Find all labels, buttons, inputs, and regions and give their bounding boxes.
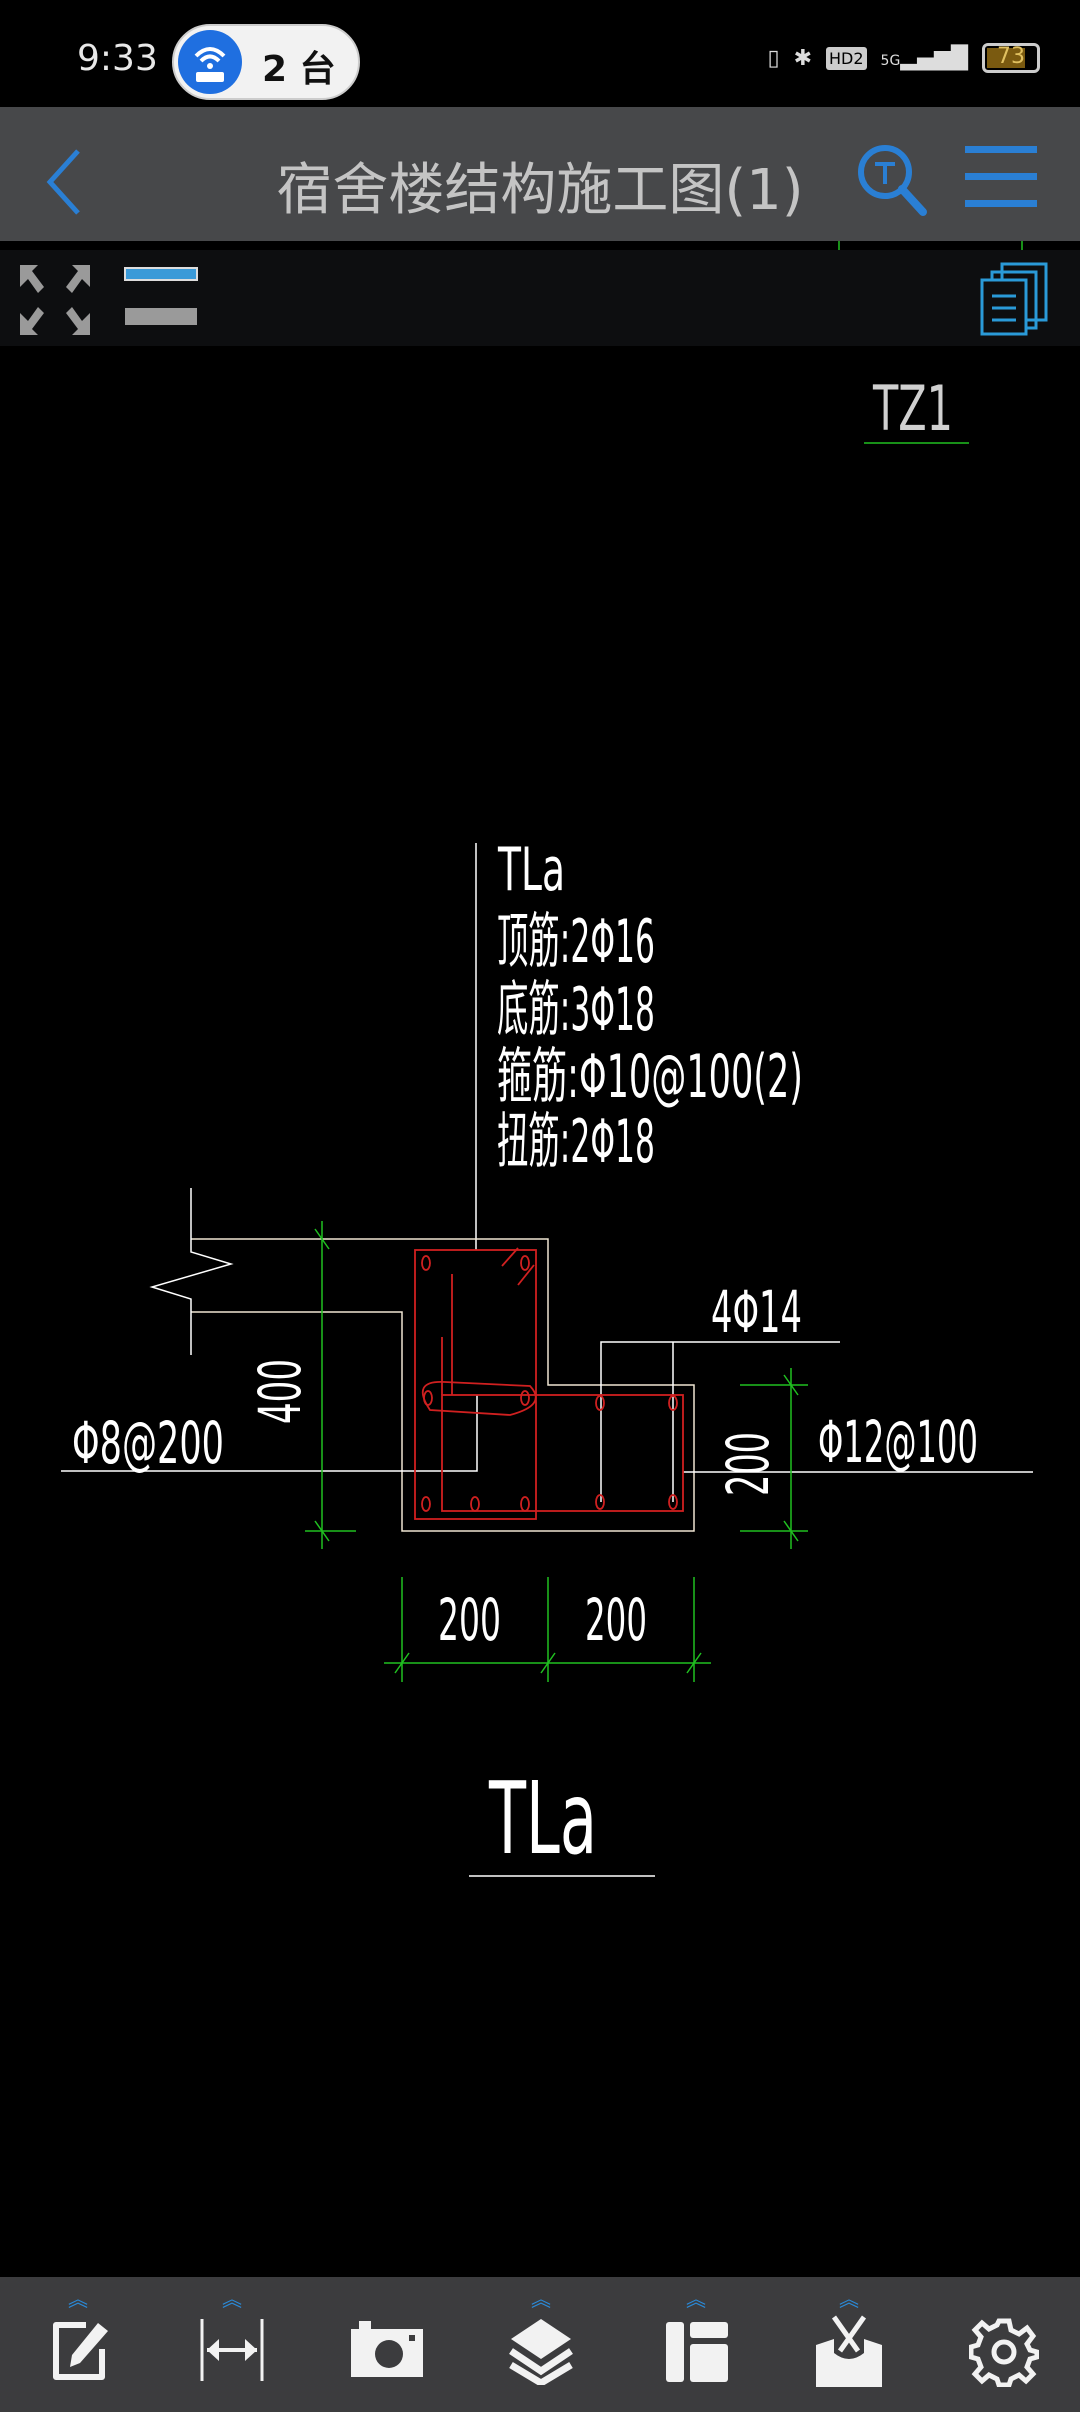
expand-chevron-icon: ︽ (839, 2287, 859, 2311)
view-toolbar (0, 250, 1080, 346)
layout-button[interactable]: ︽ (651, 2277, 741, 2412)
edit-icon (53, 2322, 108, 2380)
hotspot-pill[interactable]: 2 台 (172, 24, 360, 100)
page-title: 宿舍楼结构施工图(1) (276, 158, 804, 223)
app-header: 宿舍楼结构施工图(1) (0, 107, 1080, 241)
layers-icon (509, 2319, 573, 2385)
dim-height-right: 200 (714, 1432, 782, 1496)
rebar-right-label: 4Φ14 (711, 1278, 802, 1346)
hook-rebar (421, 1381, 537, 1416)
expand-chevron-icon: ︽ (68, 2287, 88, 2311)
expand-chevron-icon: ︽ (222, 2287, 242, 2311)
hook-line (517, 1264, 535, 1286)
system-icons: ▯ ✱ HD2 5G▂▄▆█ 73 (767, 40, 1040, 76)
back-chevron-icon[interactable] (40, 147, 90, 217)
slab-line-left (61, 1395, 478, 1472)
rebar-leader (600, 1341, 840, 1502)
slab-left-label: Φ8@200 (72, 1409, 224, 1477)
dimension-lines (305, 1221, 808, 1682)
documents-icon[interactable] (980, 262, 1050, 336)
section-title: TLa (488, 1760, 597, 1877)
layout-icon (666, 2322, 728, 2382)
slab-right-label: Φ12@100 (818, 1408, 978, 1476)
camera-icon (351, 2321, 423, 2377)
beam-name: TLa (497, 835, 565, 905)
measure-button[interactable]: ︽ (187, 2277, 277, 2412)
clock: 9:33 (77, 38, 158, 79)
bottom-toolbar: ︽ ︽ ︽ ︽ ︽ (0, 2277, 1080, 2412)
note-stirrup: 箍筋:Φ10@100(2) (497, 1042, 803, 1112)
dim-height-left: 400 (246, 1359, 314, 1424)
note-torsion-rebar: 扭筋:2Φ18 (497, 1107, 655, 1177)
expand-chevron-icon: ︽ (531, 2287, 551, 2311)
status-bar: 9:33 2 台 ▯ ✱ HD2 5G▂▄▆█ 73 (0, 0, 1080, 107)
menu-icon[interactable] (965, 142, 1039, 212)
toolbox-button[interactable]: ︽ (804, 2277, 894, 2412)
signal-icon: 5G▂▄▆█ (880, 45, 968, 71)
settings-button[interactable] (959, 2277, 1049, 2412)
rebar-bars (421, 1255, 678, 1512)
stirrup-beam (414, 1249, 537, 1520)
vibrate-icon: ▯ (767, 45, 780, 71)
layer-toggle-icon[interactable] (124, 265, 200, 327)
hotspot-count: 2 台 (262, 49, 336, 90)
concrete-outline (191, 1238, 695, 1532)
dim-width-2: 200 (585, 1586, 647, 1654)
break-line (149, 1188, 234, 1355)
layers-button[interactable]: ︽ (496, 2277, 586, 2412)
hotspot-icon (178, 30, 242, 94)
note-bottom-rebar: 底筋:3Φ18 (497, 975, 655, 1045)
camera-button[interactable] (341, 2277, 431, 2412)
dim-width-1: 200 (438, 1586, 501, 1654)
text-search-icon[interactable] (855, 142, 930, 217)
fullscreen-icon[interactable] (20, 265, 90, 335)
battery-icon: 73 (982, 43, 1040, 73)
bluetooth-icon: ✱ (793, 45, 813, 71)
stirrup-step (441, 1394, 684, 1512)
note-top-rebar: 顶筋:2Φ16 (497, 907, 655, 977)
measure-icon (200, 2319, 264, 2381)
hook-line (501, 1247, 519, 1267)
hd-icon: HD2 (826, 46, 867, 70)
toolbox-icon (816, 2315, 882, 2387)
edit-button[interactable]: ︽ (33, 2277, 123, 2412)
expand-chevron-icon: ︽ (686, 2287, 706, 2311)
top-label: TZ1 (872, 372, 953, 445)
gear-icon (969, 2318, 1039, 2387)
